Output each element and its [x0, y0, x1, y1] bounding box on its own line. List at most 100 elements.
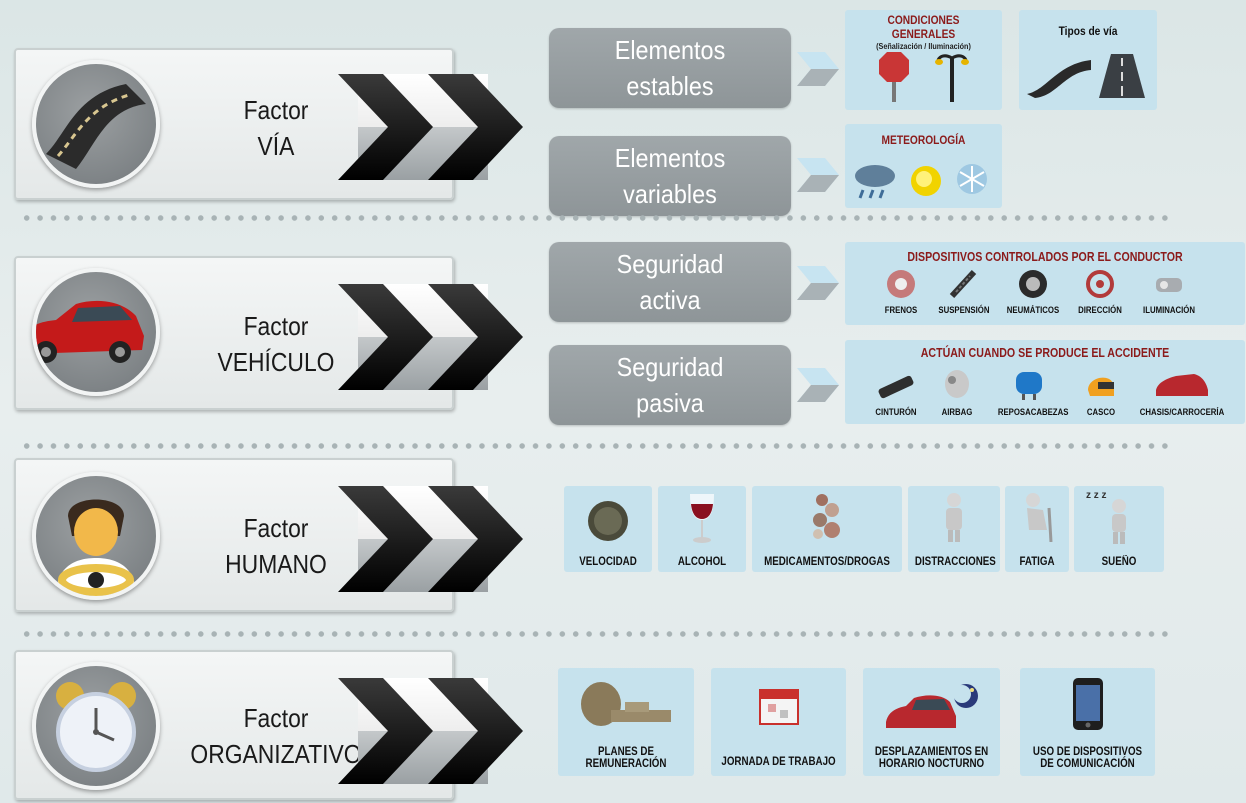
straight-road-icon: [1099, 54, 1145, 98]
seguridad-activa-title: DISPOSITIVOS CONTROLADOS POR EL CONDUCTO…: [907, 250, 1183, 264]
factor-humano-line1: Factor: [243, 513, 309, 543]
seguridad-pasiva-button[interactable]: Seguridad pasiva: [549, 345, 791, 425]
seguridad-activa-button[interactable]: Seguridad activa: [549, 242, 791, 322]
factor-humano-line2: HUMANO: [225, 549, 327, 579]
factor-organizativo-line1: Factor: [243, 703, 309, 733]
headrest-icon: [1016, 372, 1042, 400]
distracciones-card: DISTRACCIONES: [908, 486, 1000, 572]
alarm-clock-icon: [32, 662, 160, 790]
cinturon-item: CINTURÓN: [865, 368, 927, 418]
cinturon-label: CINTURÓN: [875, 407, 917, 418]
neumaticos-item: NEUMÁTICOS: [1001, 268, 1065, 316]
neumaticos-label: NEUMÁTICOS: [1006, 305, 1060, 316]
distracted-person-icon: [946, 493, 962, 542]
iluminacion-item: ILUMINACIÓN: [1135, 268, 1203, 316]
calendar-icon: [758, 689, 799, 725]
curved-road-icon: [1027, 60, 1091, 98]
uso-dispositivos-line2: DE COMUNICACIÓN: [1040, 758, 1135, 770]
snow-icon: [957, 164, 987, 194]
airbag-icon: [945, 370, 969, 398]
pills-icon: [813, 494, 840, 539]
direccion-label: DIRECCIÓN: [1078, 305, 1122, 316]
meteorologia-title: METEOROLOGÍA: [881, 133, 966, 147]
seguridad-activa-panel: DISPOSITIVOS CONTROLADOS POR EL CONDUCTO…: [845, 242, 1245, 325]
tired-person-icon: [1026, 493, 1053, 542]
seguridad-pasiva-line1: Seguridad: [616, 352, 724, 382]
brake-disc-icon: [887, 270, 915, 298]
reposacabezas-label: REPOSACABEZAS: [997, 407, 1069, 418]
tipos-de-via-title: Tipos de vía: [1058, 24, 1118, 38]
sleep-zzz-text: z z z: [1086, 490, 1107, 501]
planes-remuneracion-line1: PLANES DE: [598, 746, 654, 758]
chevron-right-icon: [338, 72, 528, 182]
factor-vehiculo-line1: Factor: [243, 311, 309, 341]
planes-remuneracion-label: PLANES DE REMUNERACIÓN: [568, 746, 684, 770]
separator-dots: [20, 442, 1170, 450]
sun-icon: [911, 166, 941, 196]
velocidad-label: VELOCIDAD: [579, 556, 637, 568]
uso-dispositivos-line1: USO DE DISPOSITIVOS: [1032, 746, 1143, 758]
tire-icon: [1019, 270, 1047, 298]
desplazamientos-line2: HORARIO NOCTURNO: [878, 758, 985, 770]
desplazamientos-label: DESPLAZAMIENTOS EN HORARIO NOCTURNO: [873, 746, 989, 770]
seguridad-pasiva-panel: ACTÚAN CUANDO SE PRODUCE EL ACCIDENTE CI…: [845, 340, 1245, 424]
small-arrow-icon: [797, 52, 839, 86]
steering-wheel-icon: [1086, 270, 1114, 298]
condiciones-generales-subtitle: (Señalización / Iluminación): [876, 41, 971, 51]
chasis-label: CHASIS/CARROCERÍA: [1139, 407, 1225, 418]
smartphone-icon: [1072, 678, 1103, 730]
chevron-right-icon: [338, 676, 528, 786]
reposacabezas-item: REPOSACABEZAS: [991, 368, 1069, 418]
planes-remuneracion-line2: REMUNERACIÓN: [585, 758, 667, 770]
fatiga-card: FATIGA: [1005, 486, 1069, 572]
meteorologia-panel: METEOROLOGÍA: [845, 124, 1002, 208]
sueno-label: SUEÑO: [1101, 556, 1137, 568]
seguridad-pasiva-line2: pasiva: [636, 388, 704, 418]
frenos-item: FRENOS: [873, 268, 929, 316]
speedometer-icon: [588, 501, 628, 541]
seguridad-activa-line2: activa: [639, 285, 701, 315]
alcohol-card: ALCOHOL: [658, 486, 746, 572]
traffic-sign-icon: [879, 52, 909, 102]
money-bag-icon: [581, 682, 671, 726]
uso-dispositivos-label: USO DE DISPOSITIVOS DE COMUNICACIÓN: [1030, 746, 1145, 770]
rain-cloud-icon: [855, 165, 895, 199]
casco-label: CASCO: [1086, 407, 1116, 418]
night-driving-icon: [885, 684, 978, 728]
jornada-trabajo-label: JORNADA DE TRABAJO: [721, 756, 836, 768]
planes-remuneracion-card: PLANES DE REMUNERACIÓN: [558, 668, 694, 776]
car-icon: [32, 268, 160, 396]
chevron-right-icon: [338, 282, 528, 392]
elementos-variables-line2: variables: [623, 179, 717, 209]
elementos-variables-button[interactable]: Elementos variables: [549, 136, 791, 216]
factor-organizativo-line2: ORGANIZATIVO: [190, 739, 362, 769]
suspension-spring-icon: [949, 269, 977, 299]
suspension-item: SUSPENSIÓN: [933, 268, 993, 316]
tipos-de-via-panel: Tipos de vía: [1019, 10, 1157, 110]
helmet-icon: [1088, 377, 1114, 396]
car-body-icon: [1156, 374, 1208, 396]
elementos-variables-line1: Elementos: [614, 143, 726, 173]
condiciones-generales-title: CONDICIONES GENERALES: [887, 13, 960, 41]
driver-icon: [32, 472, 160, 600]
iluminacion-label: ILUMINACIÓN: [1143, 305, 1195, 316]
desplazamientos-card: DESPLAZAMIENTOS EN HORARIO NOCTURNO: [863, 668, 1000, 776]
desplazamientos-line1: DESPLAZAMIENTOS EN: [874, 746, 989, 758]
medicamentos-label: MEDICAMENTOS/DROGAS: [764, 556, 890, 568]
road-icon: [32, 60, 160, 188]
factor-via-line1: Factor: [243, 95, 309, 125]
separator-dots: [20, 630, 1170, 638]
uso-dispositivos-card: USO DE DISPOSITIVOS DE COMUNICACIÓN: [1020, 668, 1155, 776]
fatiga-label: FATIGA: [1019, 556, 1055, 568]
small-arrow-icon: [797, 266, 839, 300]
sleeping-person-icon: [1112, 499, 1126, 544]
condiciones-generales-panel: CONDICIONES GENERALES (Señalización / Il…: [845, 10, 1002, 110]
airbag-item: AIRBAG: [937, 368, 977, 418]
elementos-estables-line1: Elementos: [614, 35, 726, 65]
elementos-estables-button[interactable]: Elementos estables: [549, 28, 791, 108]
seguridad-activa-line1: Seguridad: [616, 249, 724, 279]
suspension-label: SUSPENSIÓN: [938, 305, 990, 316]
airbag-label: AIRBAG: [941, 407, 973, 418]
factor-vehiculo-line2: VEHÍCULO: [217, 347, 335, 377]
headlight-icon: [1156, 278, 1182, 292]
